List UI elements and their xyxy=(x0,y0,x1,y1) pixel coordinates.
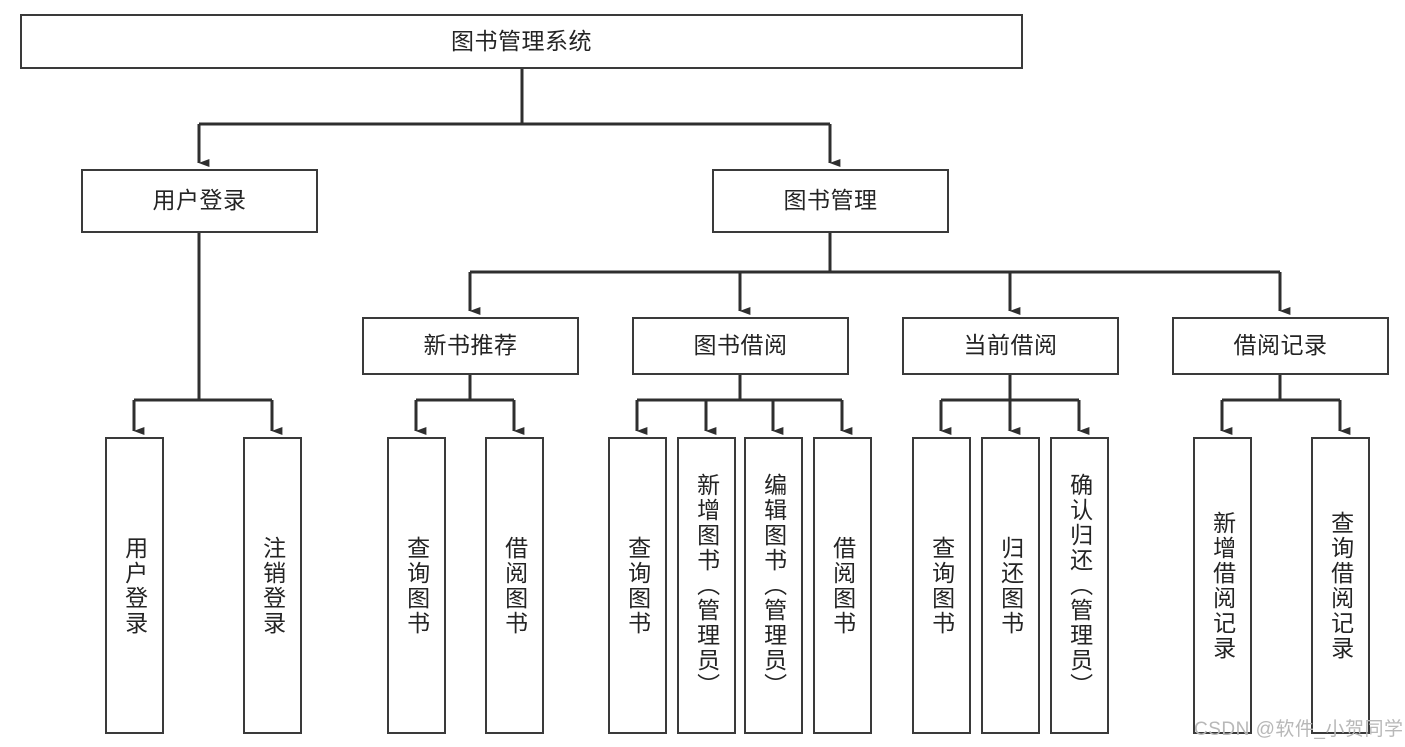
node-new-book-recommendation[interactable]: 新书推荐 xyxy=(362,317,579,375)
node-label: 借阅图书 xyxy=(829,535,856,636)
watermark: CSDN @软件_小贺同学 xyxy=(1194,719,1404,740)
node-label: 图书借阅 xyxy=(693,332,788,359)
leaf-add-borrow-record[interactable]: 新增借阅记录 xyxy=(1193,437,1252,734)
leaf-user-login[interactable]: 用户登录 xyxy=(105,437,164,734)
node-label: 新增借阅记录 xyxy=(1209,510,1236,661)
leaf-query-books-borrow[interactable]: 查询图书 xyxy=(608,437,667,734)
node-label: 注销登录 xyxy=(259,535,286,636)
leaf-query-books-current[interactable]: 查询图书 xyxy=(912,437,971,734)
node-book-management[interactable]: 图书管理 xyxy=(712,169,949,233)
node-label: 查询图书 xyxy=(403,535,430,636)
node-label: 查询图书 xyxy=(624,535,651,636)
node-label: 编辑图书（管理员） xyxy=(760,473,787,698)
node-label: 查询图书 xyxy=(928,535,955,636)
node-current-borrowing[interactable]: 当前借阅 xyxy=(902,317,1119,375)
leaf-logout[interactable]: 注销登录 xyxy=(243,437,302,734)
node-label: 用户登录 xyxy=(152,187,247,214)
leaf-query-books-new[interactable]: 查询图书 xyxy=(387,437,446,734)
node-user-login[interactable]: 用户登录 xyxy=(81,169,318,233)
node-label: 查询借阅记录 xyxy=(1327,510,1354,661)
node-book-borrowing[interactable]: 图书借阅 xyxy=(632,317,849,375)
leaf-borrow-books-new[interactable]: 借阅图书 xyxy=(485,437,544,734)
leaf-add-book-admin[interactable]: 新增图书（管理员） xyxy=(677,437,736,734)
node-label: 借阅记录 xyxy=(1233,332,1328,359)
leaf-confirm-return-admin[interactable]: 确认归还（管理员） xyxy=(1050,437,1109,734)
leaf-query-borrow-record[interactable]: 查询借阅记录 xyxy=(1311,437,1370,734)
node-label: 新书推荐 xyxy=(423,332,518,359)
node-root-book-management-system[interactable]: 图书管理系统 xyxy=(20,14,1023,69)
leaf-edit-book-admin[interactable]: 编辑图书（管理员） xyxy=(744,437,803,734)
node-label: 图书管理 xyxy=(783,187,878,214)
leaf-return-books[interactable]: 归还图书 xyxy=(981,437,1040,734)
node-label: 当前借阅 xyxy=(963,332,1058,359)
node-label: 归还图书 xyxy=(997,535,1024,636)
node-label: 借阅图书 xyxy=(501,535,528,636)
node-label: 确认归还（管理员） xyxy=(1066,473,1093,698)
leaf-borrow-books[interactable]: 借阅图书 xyxy=(813,437,872,734)
node-label: 用户登录 xyxy=(121,535,148,636)
node-borrow-records[interactable]: 借阅记录 xyxy=(1172,317,1389,375)
node-label: 图书管理系统 xyxy=(451,27,592,54)
node-label: 新增图书（管理员） xyxy=(693,473,720,698)
